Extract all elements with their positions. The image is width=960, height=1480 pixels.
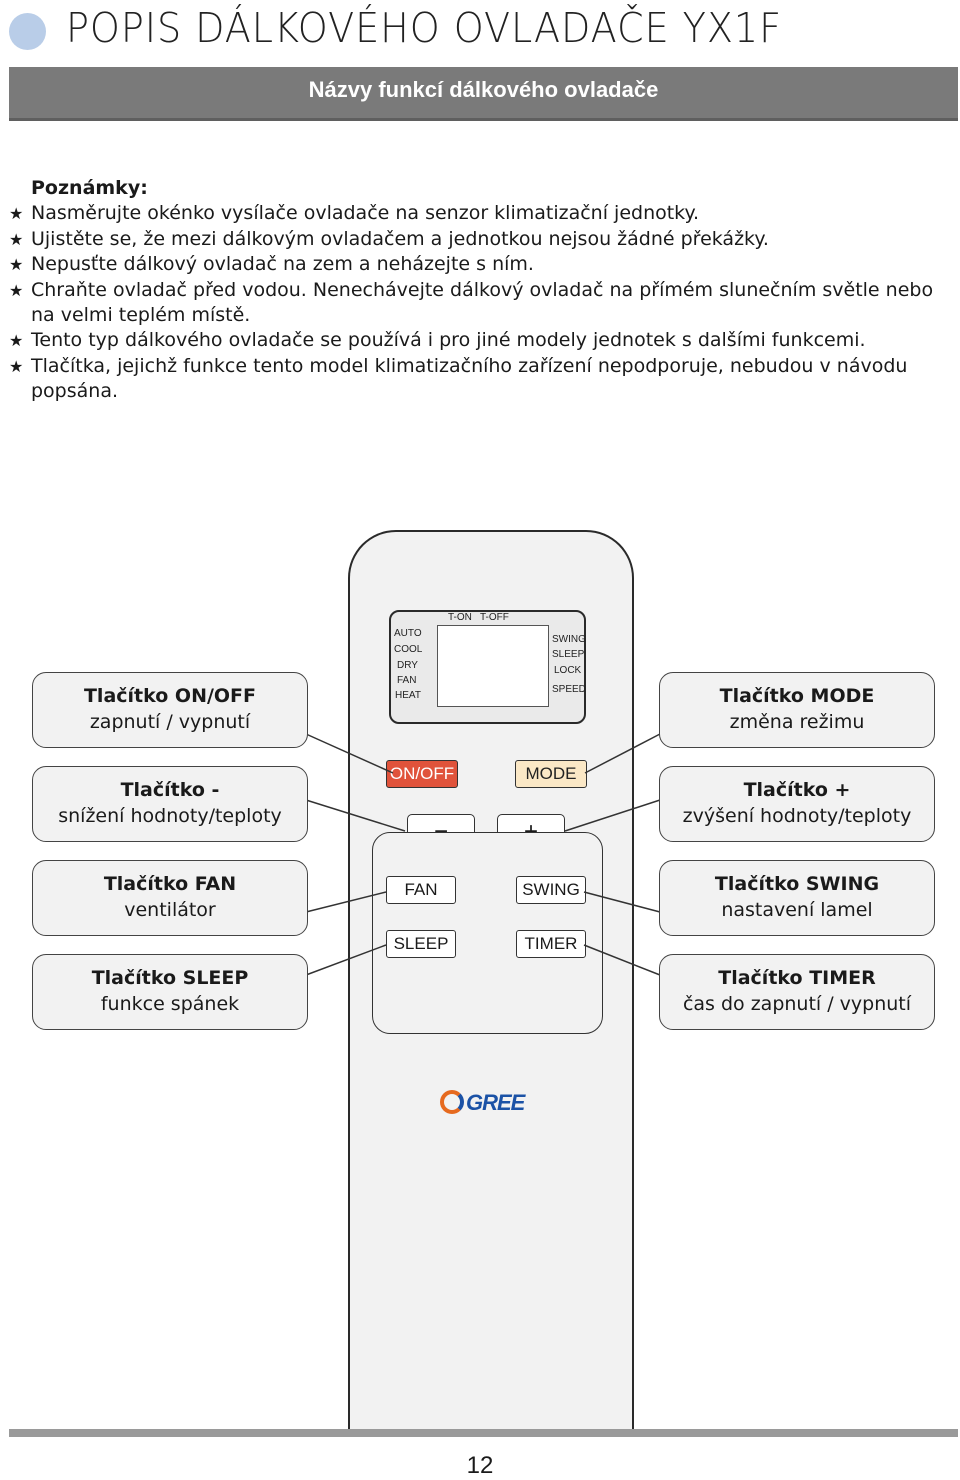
star-icon: ★	[9, 356, 24, 376]
note-item: ★Nepusťte dálkový ovladač na zem a neház…	[9, 252, 939, 277]
note-item: ★Chraňte ovladač před vodou. Nenechávejt…	[9, 278, 934, 327]
notes-section: Poznámky: ★Nasměrujte okénko vysílače ov…	[9, 176, 939, 405]
callout-mode: Tlačítko MODE změna režimu	[659, 672, 935, 748]
lcd-screen	[437, 625, 549, 707]
lcd-label-lock: LOCK	[554, 665, 582, 676]
callout-title: Tlačítko MODE	[719, 685, 875, 707]
callout-swing: Tlačítko SWING nastavení lamel	[659, 860, 935, 936]
leader-line-fan	[305, 891, 387, 913]
lcd-mode-auto: AUTO	[394, 628, 422, 639]
callout-plus: Tlačítko + zvýšení hodnoty/teploty	[659, 766, 935, 842]
callout-desc: snížení hodnoty/teploty	[58, 805, 282, 827]
section-header-bar: Názvy funkcí dálkového ovladače	[9, 67, 958, 121]
fan-button[interactable]: FAN	[386, 876, 456, 904]
footer-bar	[9, 1429, 958, 1437]
callout-title: Tlačítko +	[743, 779, 851, 801]
lcd-mode-cool: COOL	[394, 644, 423, 655]
star-icon: ★	[9, 229, 24, 249]
gree-logo: GREE	[440, 1090, 525, 1116]
swing-button[interactable]: SWING	[516, 876, 586, 904]
lcd-label-sleep: SLEEP	[552, 649, 585, 660]
notes-heading: Poznámky:	[31, 177, 148, 199]
leader-line-swing	[583, 891, 661, 913]
callout-title: Tlačítko FAN	[103, 873, 237, 895]
leader-line-sleep	[305, 944, 387, 976]
onoff-button[interactable]: ON/OFF	[386, 760, 458, 788]
timer-button[interactable]: TIMER	[516, 930, 586, 958]
section-subtitle: Názvy funkcí dálkového ovladače	[308, 77, 659, 102]
note-item: ★Tento typ dálkového ovladače se používá…	[9, 328, 939, 353]
title-bullet-icon	[9, 13, 46, 50]
note-item: ★Ujistěte se, že mezi dálkovým ovladačem…	[9, 227, 939, 252]
lcd-mode-heat: HEAT	[395, 690, 421, 701]
page-title: POPIS DÁLKOVÉHO OVLADAČE YX1F	[66, 4, 782, 52]
callout-desc: ventilátor	[124, 899, 216, 921]
callout-fan: Tlačítko FAN ventilátor	[32, 860, 308, 936]
lcd-label-toff: T-OFF	[480, 612, 509, 623]
leader-line-timer	[583, 944, 661, 976]
callout-desc: změna režimu	[729, 711, 865, 733]
mode-button[interactable]: MODE	[515, 760, 587, 788]
star-icon: ★	[9, 280, 24, 300]
callout-timer: Tlačítko TIMER čas do zapnutí / vypnutí	[659, 954, 935, 1030]
callout-desc: zvýšení hodnoty/teploty	[682, 805, 912, 827]
callout-title: Tlačítko SWING	[714, 873, 880, 895]
leader-line-minus	[305, 799, 406, 832]
lcd-label-swing: SWING	[552, 634, 586, 645]
callout-desc: nastavení lamel	[721, 899, 873, 921]
callout-desc: zapnutí / vypnutí	[89, 711, 251, 733]
callout-title: Tlačítko ON/OFF	[83, 685, 257, 707]
callout-title: Tlačítko TIMER	[718, 967, 876, 989]
lcd-mode-fan: FAN	[397, 675, 417, 686]
leader-line-mode	[584, 733, 661, 774]
callout-sleep: Tlačítko SLEEP funkce spánek	[32, 954, 308, 1030]
callout-minus: Tlačítko - snížení hodnoty/teploty	[32, 766, 308, 842]
callout-title: Tlačítko -	[120, 779, 220, 801]
lcd-mode-dry: DRY	[397, 660, 418, 671]
page-number: 12	[466, 1452, 494, 1479]
leader-line-onoff	[305, 733, 394, 774]
star-icon: ★	[9, 255, 24, 275]
star-icon: ★	[9, 204, 24, 224]
lcd-label-speed: SPEED	[552, 684, 586, 695]
note-item: ★Tlačítka, jejichž funkce tento model kl…	[9, 354, 908, 403]
callout-desc: funkce spánek	[100, 993, 240, 1015]
callout-onoff: Tlačítko ON/OFF zapnutí / vypnutí	[32, 672, 308, 748]
callout-title: Tlačítko SLEEP	[91, 967, 249, 989]
callout-desc: čas do zapnutí / vypnutí	[682, 993, 912, 1015]
leader-line-plus	[564, 799, 661, 832]
note-item: ★Nasměrujte okénko vysílače ovladače na …	[9, 201, 939, 226]
star-icon: ★	[9, 331, 24, 351]
sleep-button[interactable]: SLEEP	[386, 930, 456, 958]
lcd-label-ton: T-ON	[448, 612, 472, 623]
gree-logo-icon	[440, 1090, 464, 1114]
